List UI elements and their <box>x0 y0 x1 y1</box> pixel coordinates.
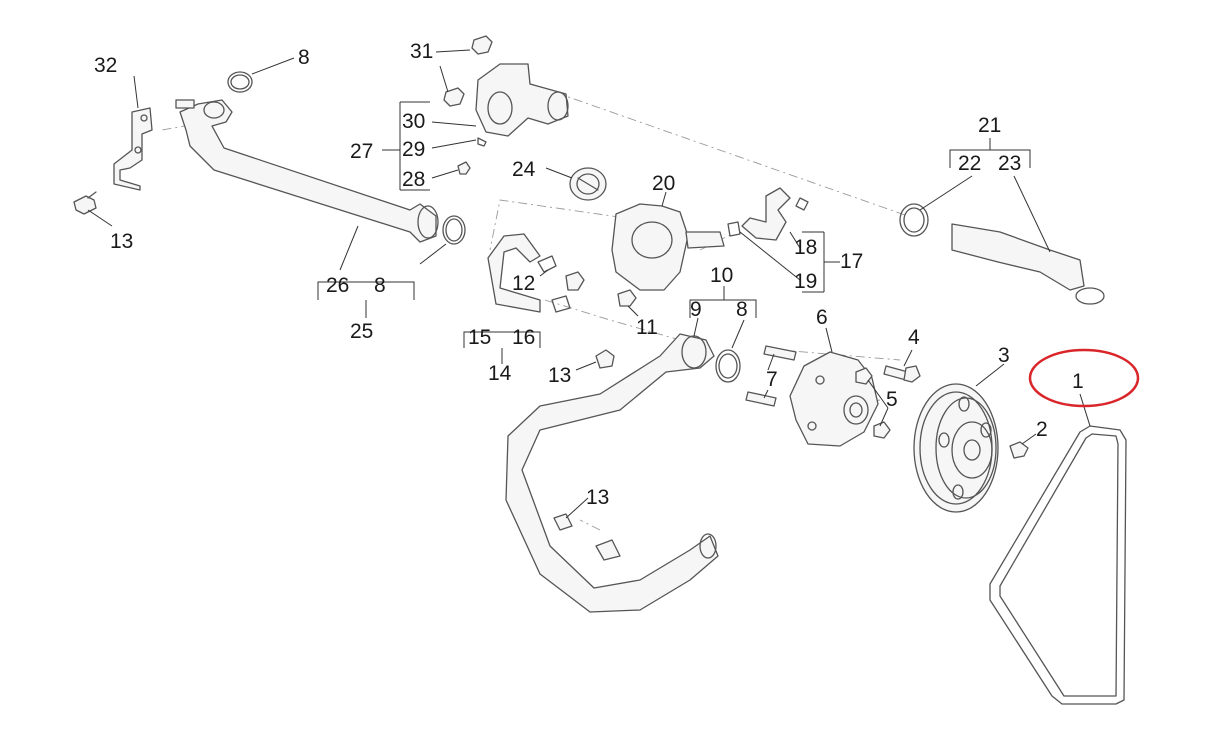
part-4-bolt <box>883 365 921 383</box>
label-part-9: 9 <box>690 298 702 321</box>
part-11-bolt <box>617 289 637 307</box>
label-part-8-top: 8 <box>298 46 310 69</box>
label-part-18: 18 <box>794 236 817 259</box>
part-19-clamp <box>727 221 741 237</box>
label-part-22: 22 <box>958 152 981 175</box>
part-31-bolts <box>443 35 493 107</box>
label-part-25: 25 <box>350 320 373 343</box>
label-part-11: 11 <box>636 316 658 339</box>
label-part-21: 21 <box>978 114 1001 137</box>
label-brackets <box>317 101 1031 364</box>
label-part-1: 1 <box>1072 370 1084 393</box>
label-part-27: 27 <box>350 140 373 163</box>
part-24-thermostat <box>569 167 607 201</box>
thermostat-cover <box>475 63 569 137</box>
label-part-6: 6 <box>816 306 828 329</box>
label-part-4: 4 <box>908 326 920 349</box>
label-part-13-mid: 13 <box>548 364 571 387</box>
label-part-15: 15 <box>468 326 491 349</box>
part-8-oring-top <box>227 71 253 93</box>
part-1-belt <box>989 425 1127 705</box>
part-13-bolt-mid <box>595 349 615 369</box>
label-part-3: 3 <box>998 344 1010 367</box>
part-15-hose <box>487 233 571 313</box>
part-8-oring-mid <box>442 215 466 245</box>
part-12-bolt <box>565 271 585 291</box>
part-26-hose <box>175 99 439 243</box>
label-part-17: 17 <box>840 250 863 273</box>
highlight-ellipse <box>1028 348 1140 408</box>
label-part-13-lower: 13 <box>586 486 609 509</box>
label-part-24: 24 <box>512 158 536 181</box>
label-part-19: 19 <box>794 270 817 293</box>
label-part-12: 12 <box>512 272 535 295</box>
part-2-bolt <box>1009 441 1029 459</box>
part-29-28-screws <box>457 137 487 175</box>
part-22-clamp <box>899 203 929 237</box>
part-18-small-hose <box>741 187 809 241</box>
part-13-bolt-left <box>73 191 97 215</box>
label-part-16: 16 <box>512 326 535 349</box>
label-part-13-left: 13 <box>110 230 133 253</box>
label-part-5: 5 <box>886 388 898 411</box>
part-7-studs <box>745 345 797 407</box>
part-23-hose <box>951 223 1105 305</box>
label-part-2: 2 <box>1036 418 1048 441</box>
label-part-23: 23 <box>998 152 1021 175</box>
label-part-30: 30 <box>402 110 425 133</box>
part-6-water-pump <box>789 351 879 447</box>
label-part-32: 32 <box>94 54 117 77</box>
part-9-lower-hose <box>505 333 719 613</box>
part-8-oring-lower <box>715 349 741 383</box>
label-part-7: 7 <box>766 368 778 391</box>
label-part-26: 26 <box>326 274 349 297</box>
label-part-31: 31 <box>410 40 433 63</box>
part-3-pulley <box>913 383 999 513</box>
part-20-housing <box>611 203 725 291</box>
label-part-8-mid: 8 <box>374 274 386 297</box>
label-part-20: 20 <box>652 172 675 195</box>
label-part-8-lower: 8 <box>736 298 748 321</box>
part-labels: 1 2 3 4 5 6 7 8 8 8 9 10 11 12 13 13 13 … <box>94 40 1084 509</box>
part-32-bracket <box>113 107 153 191</box>
label-part-14: 14 <box>488 362 512 385</box>
label-part-10: 10 <box>710 264 733 287</box>
label-part-28: 28 <box>402 168 425 191</box>
leader-lines <box>87 49 1091 519</box>
label-part-29: 29 <box>402 138 425 161</box>
